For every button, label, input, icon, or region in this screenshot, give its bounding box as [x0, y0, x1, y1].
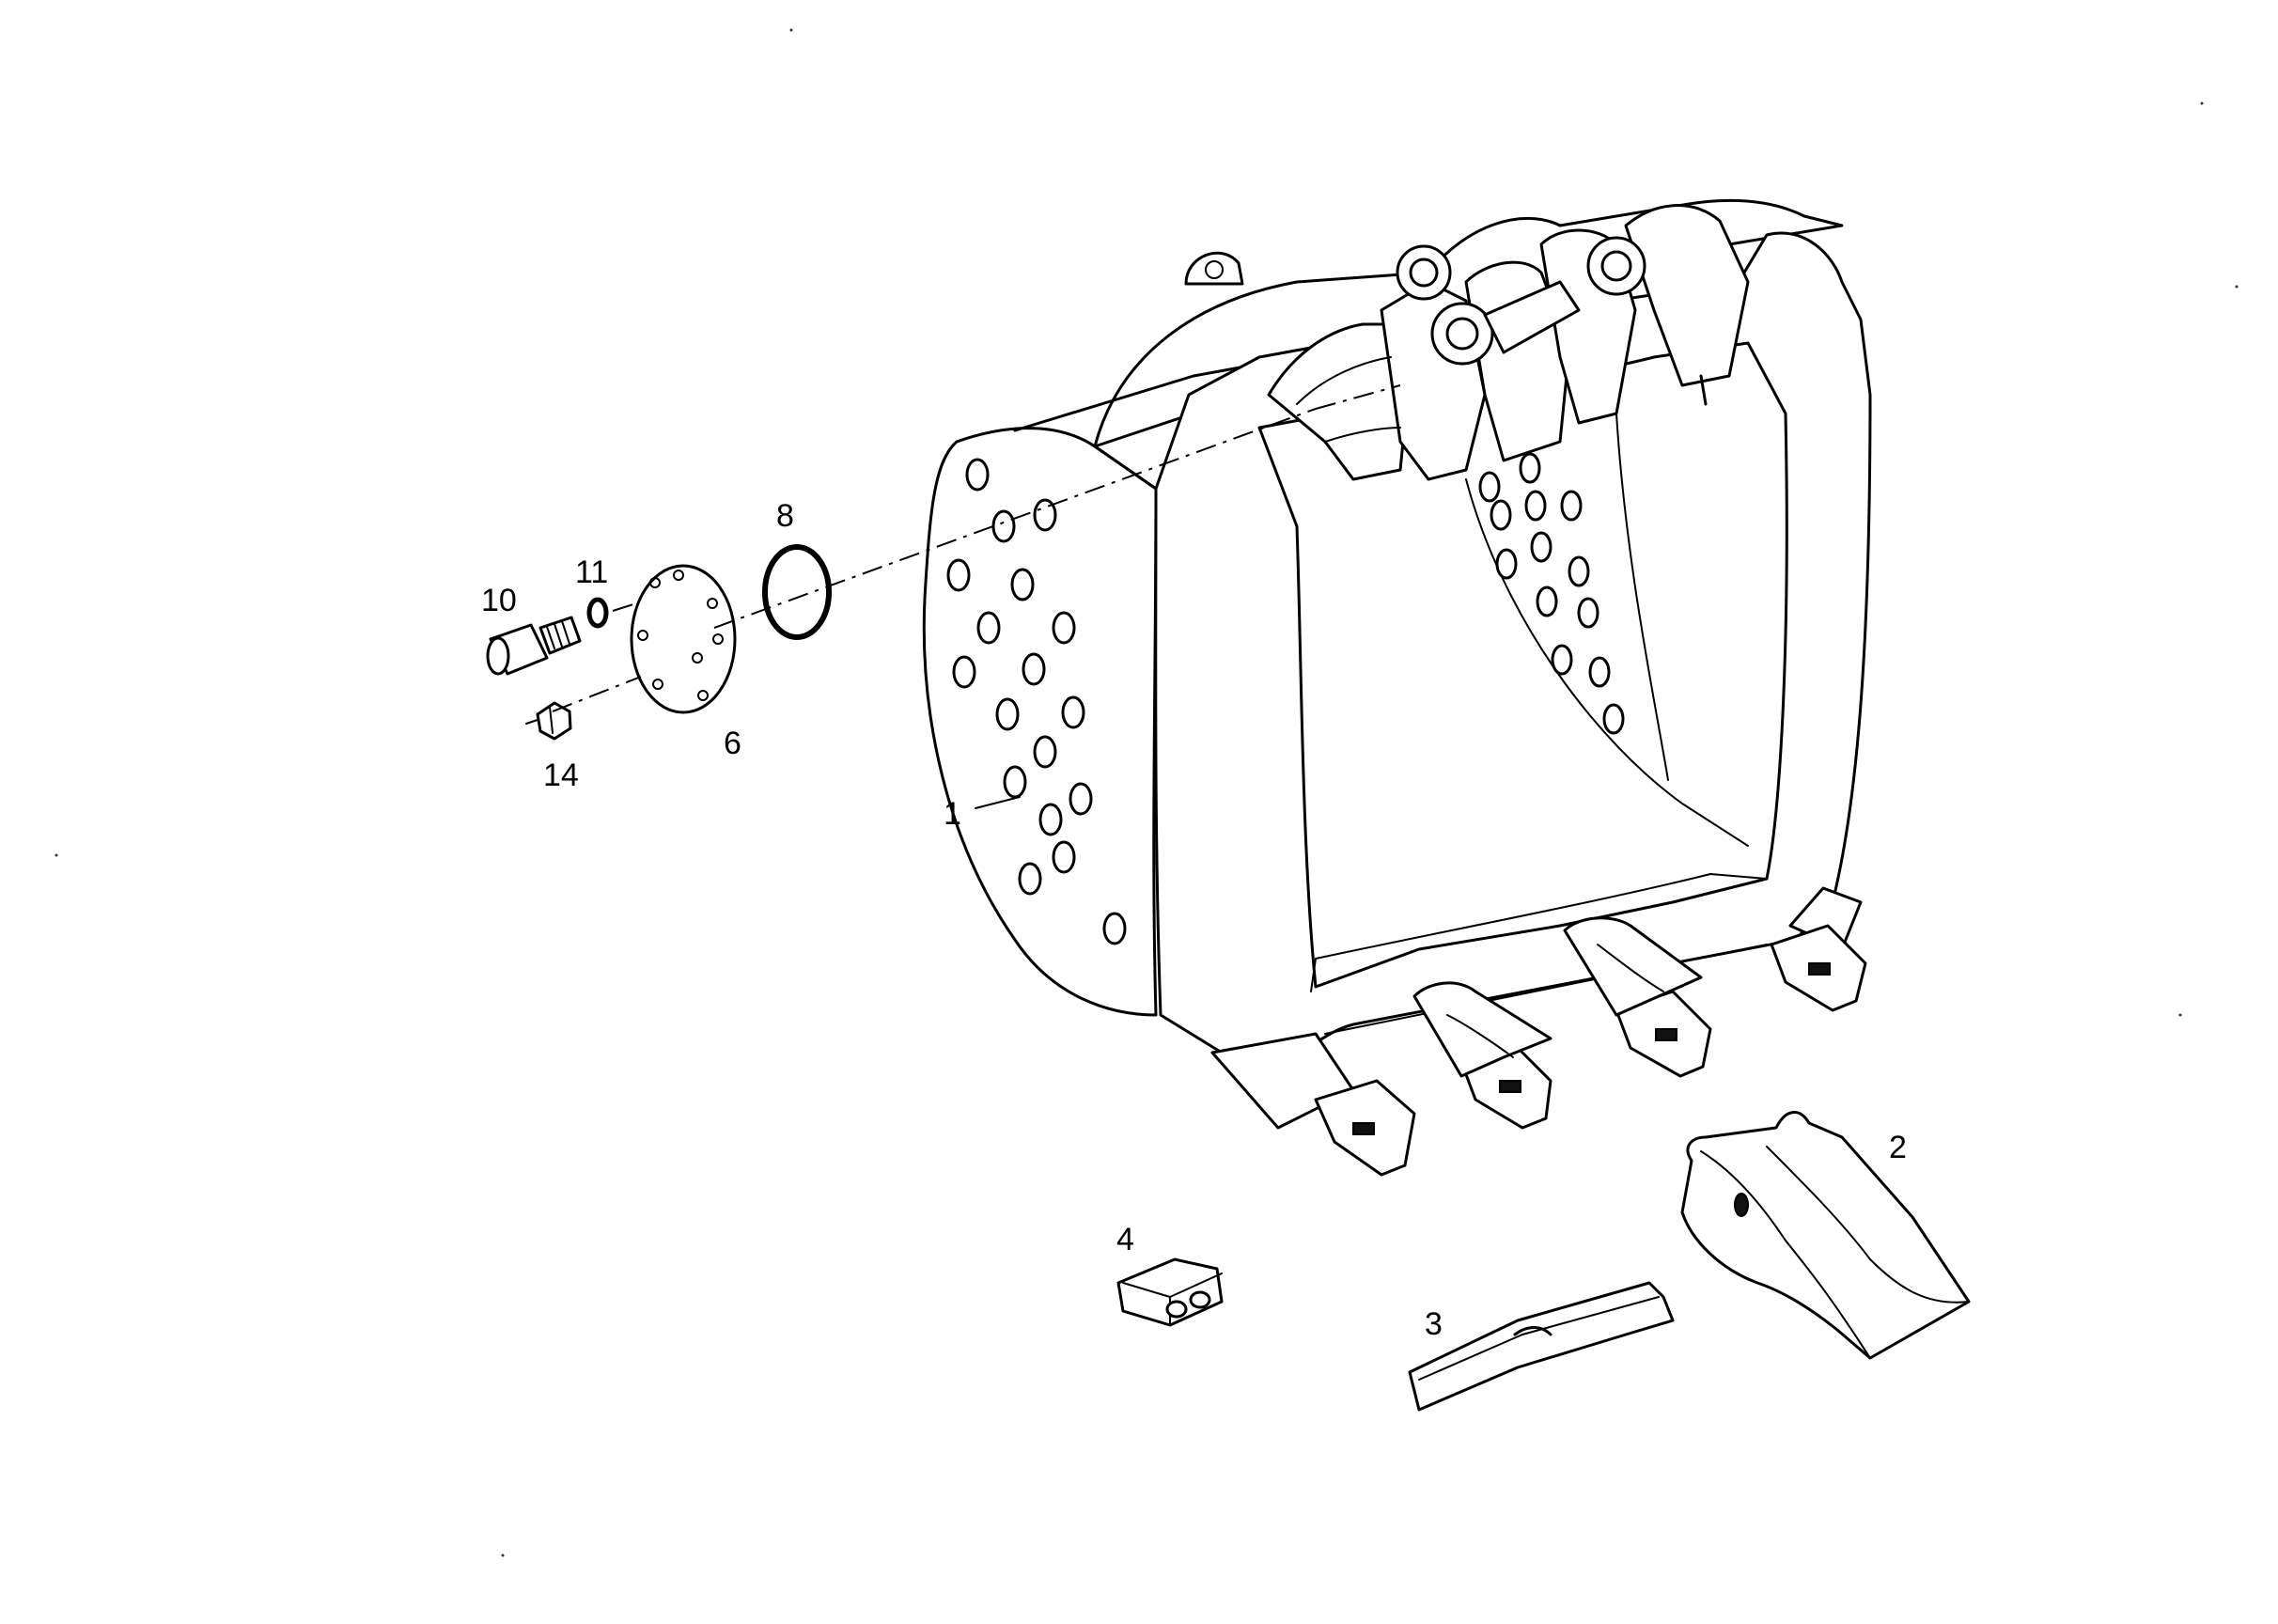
bucket-body — [922, 198, 1872, 1130]
part-4-lock — [1116, 1257, 1224, 1327]
part-3-label: 3 — [1425, 1306, 1443, 1342]
part-6-cover-plate — [630, 564, 737, 714]
part-10-label: 10 — [481, 583, 517, 618]
part-2-tooth — [1680, 1111, 1971, 1360]
part-1-leader — [975, 796, 1021, 809]
tooth-adapters — [1314, 916, 1867, 1177]
mounting-brackets — [1267, 204, 1750, 481]
assembly-axis-lines — [552, 384, 1401, 712]
part-4-label: 4 — [1116, 1222, 1134, 1257]
part-2-label: 2 — [1889, 1130, 1907, 1165]
scan-specks — [55, 28, 2239, 1557]
inner-plate-holes — [1478, 452, 1625, 735]
callout-labels: 1 2 3 4 6 8 10 11 14 — [481, 498, 1907, 1342]
part-14-grease-nipple — [525, 701, 572, 741]
part-1-label: 1 — [944, 796, 961, 832]
part-6-label: 6 — [724, 726, 741, 761]
part-8-o-ring — [762, 544, 832, 640]
part-11-washer — [586, 597, 609, 629]
part-8-label: 8 — [776, 498, 794, 534]
part-14-label: 14 — [543, 757, 579, 793]
part-10-bolt — [486, 616, 582, 676]
side-plate-holes — [946, 458, 1127, 945]
part-3-wear-strip — [1408, 1281, 1675, 1412]
part-11-label: 11 — [575, 554, 608, 590]
